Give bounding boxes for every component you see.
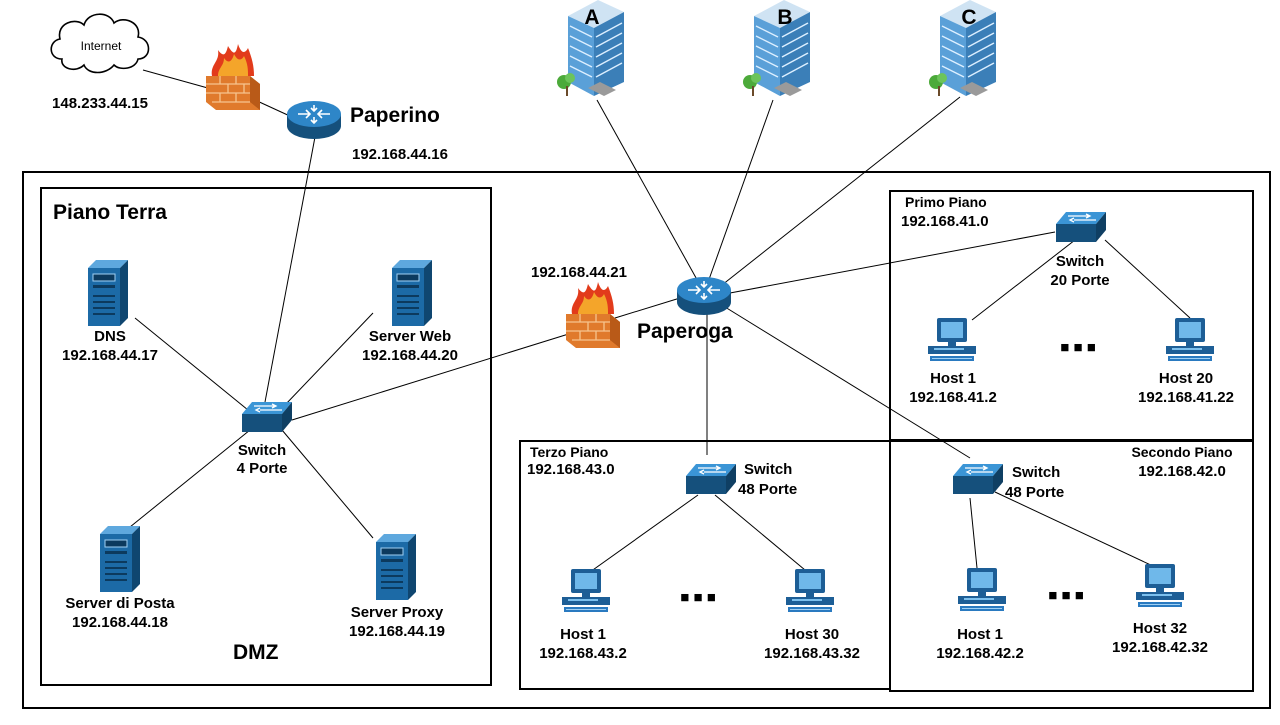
firewall-icon	[565, 281, 621, 349]
computer-icon	[927, 317, 977, 362]
building-label: B	[777, 6, 792, 29]
server-proxy-ip: 192.168.44.19	[349, 623, 445, 640]
computer-icon	[785, 568, 835, 613]
terzo-network: 192.168.43.0	[527, 461, 615, 478]
secondo-host-first-ip: 192.168.42.2	[936, 645, 1024, 662]
router-icon	[676, 276, 732, 316]
switch-icon	[952, 463, 1004, 495]
paperoga-name: Paperoga	[637, 320, 733, 343]
primo-host-first-name: Host 1	[930, 370, 976, 387]
server-icon	[99, 525, 141, 593]
primo-ellipsis: ■ ■ ■	[1060, 339, 1096, 356]
server-posta-name: Server di Posta	[65, 595, 175, 612]
terzo-host-first-name: Host 1	[560, 626, 606, 643]
building-label: A	[584, 6, 599, 29]
server-icon	[87, 259, 129, 327]
secondo-host-last-name: Host 32	[1133, 620, 1187, 637]
network-links	[129, 69, 1191, 573]
switch-icon	[1055, 211, 1107, 243]
primo-host-last-name: Host 20	[1159, 370, 1213, 387]
dmz-switch-line2: 4 Porte	[237, 460, 288, 477]
dns-name: DNS	[94, 328, 126, 345]
computer-icon	[1135, 563, 1185, 608]
terzo-host-first-ip: 192.168.43.2	[539, 645, 627, 662]
dmz-zone-label: DMZ	[233, 641, 279, 664]
primo-host-last-ip: 192.168.41.22	[1138, 389, 1234, 406]
terzo-host-last-ip: 192.168.43.32	[764, 645, 860, 662]
dmz-box	[40, 187, 492, 686]
paperoga-ip: 192.168.44.21	[531, 264, 627, 281]
secondo-ellipsis: ■ ■ ■	[1048, 587, 1084, 604]
server-proxy-name: Server Proxy	[351, 604, 444, 621]
paperino-ip: 192.168.44.16	[352, 146, 448, 163]
computer-icon	[561, 568, 611, 613]
server-icon	[375, 533, 417, 601]
secondo-switch-line2: 48 Porte	[1005, 484, 1064, 501]
server-web-ip: 192.168.44.20	[362, 347, 458, 364]
secondo-network: 192.168.42.0	[1138, 463, 1226, 480]
terzo-switch-line2: 48 Porte	[738, 481, 797, 498]
terzo-host-last-name: Host 30	[785, 626, 839, 643]
switch-icon	[241, 401, 293, 433]
primo-host-first-ip: 192.168.41.2	[909, 389, 997, 406]
primo-switch-line2: 20 Porte	[1050, 272, 1109, 289]
terzo-switch-line1: Switch	[744, 461, 792, 478]
primo-title: Primo Piano	[905, 194, 987, 210]
computer-icon	[957, 567, 1007, 612]
internet-label: Internet	[81, 39, 122, 53]
switch-icon	[685, 463, 737, 495]
router-icon	[286, 100, 342, 140]
server-web-name: Server Web	[369, 328, 451, 345]
secondo-switch-line1: Switch	[1012, 464, 1060, 481]
internet-ip: 148.233.44.15	[52, 95, 148, 112]
dmz-switch-line1: Switch	[238, 442, 286, 459]
secondo-title: Secondo Piano	[1131, 444, 1232, 460]
building-label: C	[961, 6, 976, 29]
building-boundary	[22, 171, 1271, 709]
terzo-title: Terzo Piano	[530, 444, 608, 460]
secondo-host-first-name: Host 1	[957, 626, 1003, 643]
primo-network: 192.168.41.0	[901, 213, 989, 230]
secondo-host-last-ip: 192.168.42.32	[1112, 639, 1208, 656]
firewall-icon	[205, 43, 261, 111]
dmz-title: Piano Terra	[53, 201, 167, 224]
server-posta-ip: 192.168.44.18	[72, 614, 168, 631]
dns-ip: 192.168.44.17	[62, 347, 158, 364]
computer-icon	[1165, 317, 1215, 362]
terzo-piano-box	[519, 440, 891, 690]
server-icon	[391, 259, 433, 327]
terzo-ellipsis: ■ ■ ■	[680, 589, 716, 606]
primo-switch-line1: Switch	[1056, 253, 1104, 270]
paperino-name: Paperino	[350, 104, 440, 127]
